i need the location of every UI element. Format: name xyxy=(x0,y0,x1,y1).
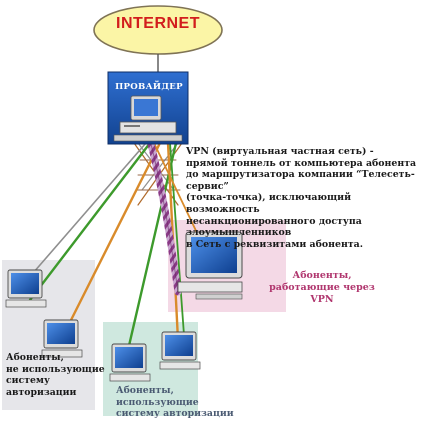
cable-green-right xyxy=(169,142,185,336)
no-auth-computer-1 xyxy=(5,269,47,308)
provider-label: ПРОВАЙДЕР xyxy=(115,82,183,92)
cable-green-left xyxy=(28,141,152,302)
provider-server xyxy=(107,71,189,145)
vpn-subscriber-computer xyxy=(177,231,243,300)
cable-orange-left xyxy=(60,141,162,340)
vpn-description: VPN (виртуальная частная сеть) - прямой … xyxy=(186,146,417,250)
internet-label: INTERNET xyxy=(116,15,200,32)
vpn-subscribers-label: Абоненты, работающие через VPN xyxy=(269,270,375,305)
auth-computer-1 xyxy=(109,343,151,382)
auth-subscribers-label: Абоненты, использующие систему авторизац… xyxy=(116,385,234,419)
cable-grey-left xyxy=(19,142,147,289)
no-auth-computer-2 xyxy=(41,319,83,358)
auth-computer-2 xyxy=(159,331,201,370)
cable-green-auth xyxy=(126,141,178,352)
no-auth-subscribers-label: Абоненты, не использующие систему автори… xyxy=(6,352,105,398)
